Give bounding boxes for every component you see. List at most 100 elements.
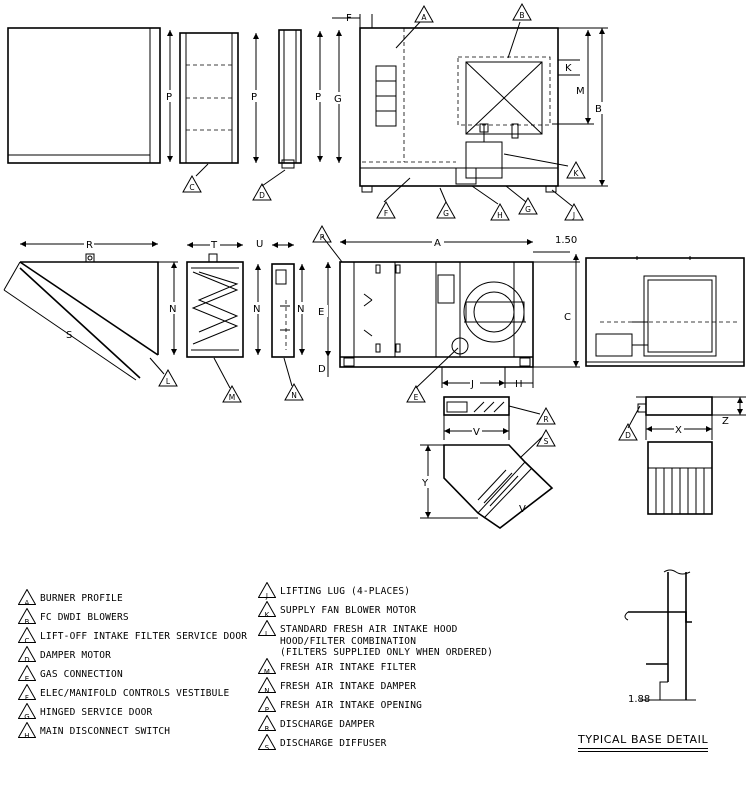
dim-A: A — [340, 236, 533, 249]
callout-s-16: S — [536, 428, 556, 447]
legend-right-item-p: P FRESH AIR INTAKE OPENING — [258, 696, 493, 715]
legend-text: DISCHARGE DIFFUSER — [280, 738, 387, 749]
leader-lines — [149, 21, 641, 459]
triangle-callout-icon: H — [18, 722, 36, 740]
legend-text: SUPPLY FAN BLOWER MOTOR — [280, 605, 417, 616]
legend-text: FRESH AIR INTAKE OPENING — [280, 700, 423, 711]
dim-N-1: N — [158, 261, 178, 355]
dim-H-label: H — [515, 379, 523, 390]
legend-key: L — [264, 630, 270, 638]
legend-key: J — [265, 592, 269, 600]
legend-right-item-s: S DISCHARGE DIFFUSER — [258, 734, 493, 753]
dim-V-2: V — [519, 504, 526, 515]
callout-k-10: K — [566, 160, 586, 179]
legend-left-item-h: H MAIN DISCONNECT SWITCH — [18, 722, 247, 741]
callout-b-1: B — [512, 2, 532, 21]
legend-text: LIFTING LUG (4-PLACES) — [280, 586, 411, 597]
triangle-callout-icon: E — [18, 665, 36, 683]
dim-N-2: N — [252, 264, 262, 355]
dim-150: 1.50 — [533, 235, 577, 253]
dim-Z-label: Z — [722, 416, 729, 427]
triangle-callout-icon: N — [258, 677, 276, 695]
damper-section-view — [271, 263, 295, 358]
legend-text: MAIN DISCONNECT SWITCH — [40, 726, 171, 737]
legend-text: HINGED SERVICE DOOR — [40, 707, 153, 718]
legend-key: C — [24, 637, 30, 645]
dim-B-label: B — [595, 104, 602, 115]
discharge-damper-view — [443, 396, 510, 416]
dim-N-3: N — [296, 264, 306, 355]
triangle-callout-icon: C — [18, 627, 36, 645]
dim-P-3: P — [315, 31, 325, 162]
triangle-callout-icon: S — [258, 734, 276, 752]
dim-V-label-2: V — [519, 504, 526, 515]
dim-Y: Y — [420, 444, 478, 519]
legend-left-item-g: G HINGED SERVICE DOOR — [18, 703, 247, 722]
legend-key: D — [24, 656, 30, 664]
legend-text: LIFT-OFF INTAKE FILTER SERVICE DOOR — [40, 631, 248, 642]
dim-J-label: J — [470, 379, 474, 390]
dim-R: R — [20, 238, 158, 251]
callout-a-0: A — [414, 4, 434, 23]
callout-r-15: R — [536, 406, 556, 425]
dim-U: U — [256, 239, 294, 250]
triangle-callout-icon: P — [258, 696, 276, 714]
callout-p-14: P — [312, 224, 332, 243]
callout-f-5: F — [376, 200, 396, 219]
dim-P-label-1: P — [166, 92, 172, 103]
dim-X: X — [645, 415, 713, 440]
callout-letter: S — [544, 437, 549, 446]
dim-F: F — [332, 13, 373, 28]
callout-letter: F — [384, 209, 388, 218]
callout-letter: L — [166, 377, 171, 386]
callout-d-17: D — [618, 422, 638, 441]
legend-key: B — [24, 618, 30, 626]
callout-letter: C — [189, 183, 194, 192]
callout-letter: N — [291, 391, 297, 400]
triangle-callout-icon: L — [258, 620, 276, 638]
dim-150-label: 1.50 — [555, 235, 577, 246]
dim-D: D — [318, 357, 329, 377]
callout-letter: D — [625, 431, 631, 440]
triangle-callout-icon: R — [258, 715, 276, 733]
dim-N-label-1: N — [169, 304, 176, 315]
callout-g-6: G — [436, 200, 456, 219]
dim-P-label-2: P — [251, 92, 257, 103]
callout-letter: A — [421, 13, 427, 22]
triangle-callout-icon: J — [258, 582, 276, 600]
triangle-callout-icon: A — [18, 589, 36, 607]
callout-letter: G — [525, 205, 531, 214]
dim-V-1: V — [443, 415, 510, 440]
legend-text: DAMPER MOTOR — [40, 650, 112, 661]
legend-key: S — [264, 744, 270, 752]
dim-K-label: K — [565, 63, 572, 74]
triangle-callout-icon: D — [18, 646, 36, 664]
callout-letter: E — [414, 393, 419, 402]
dim-P-label-3: P — [315, 92, 321, 103]
legend-right-item-j: J LIFTING LUG (4-PLACES) — [258, 582, 493, 601]
legend-key: R — [264, 725, 270, 733]
callout-h-7: H — [490, 202, 510, 221]
legend-key: A — [24, 599, 30, 607]
intake-hood-side-view — [3, 253, 159, 381]
legend-key: F — [24, 694, 30, 702]
base-detail-drawing: 1.88 — [624, 569, 696, 705]
unit-side-elevation — [339, 261, 534, 368]
callout-l-11: L — [158, 368, 178, 387]
dim-G-label: G — [334, 94, 342, 105]
dim-X-label: X — [675, 425, 682, 436]
dim-F-label: F — [346, 13, 352, 24]
callout-g-8: G — [518, 196, 538, 215]
legend-key: E — [24, 675, 30, 683]
callout-letter: K — [574, 169, 580, 178]
callout-letter: D — [259, 191, 265, 200]
dim-C: C — [533, 254, 580, 368]
legend-text: GAS CONNECTION — [40, 669, 123, 680]
dim-D-label: D — [318, 364, 326, 375]
triangle-callout-icon: G — [18, 703, 36, 721]
dim-G: G — [334, 30, 344, 163]
